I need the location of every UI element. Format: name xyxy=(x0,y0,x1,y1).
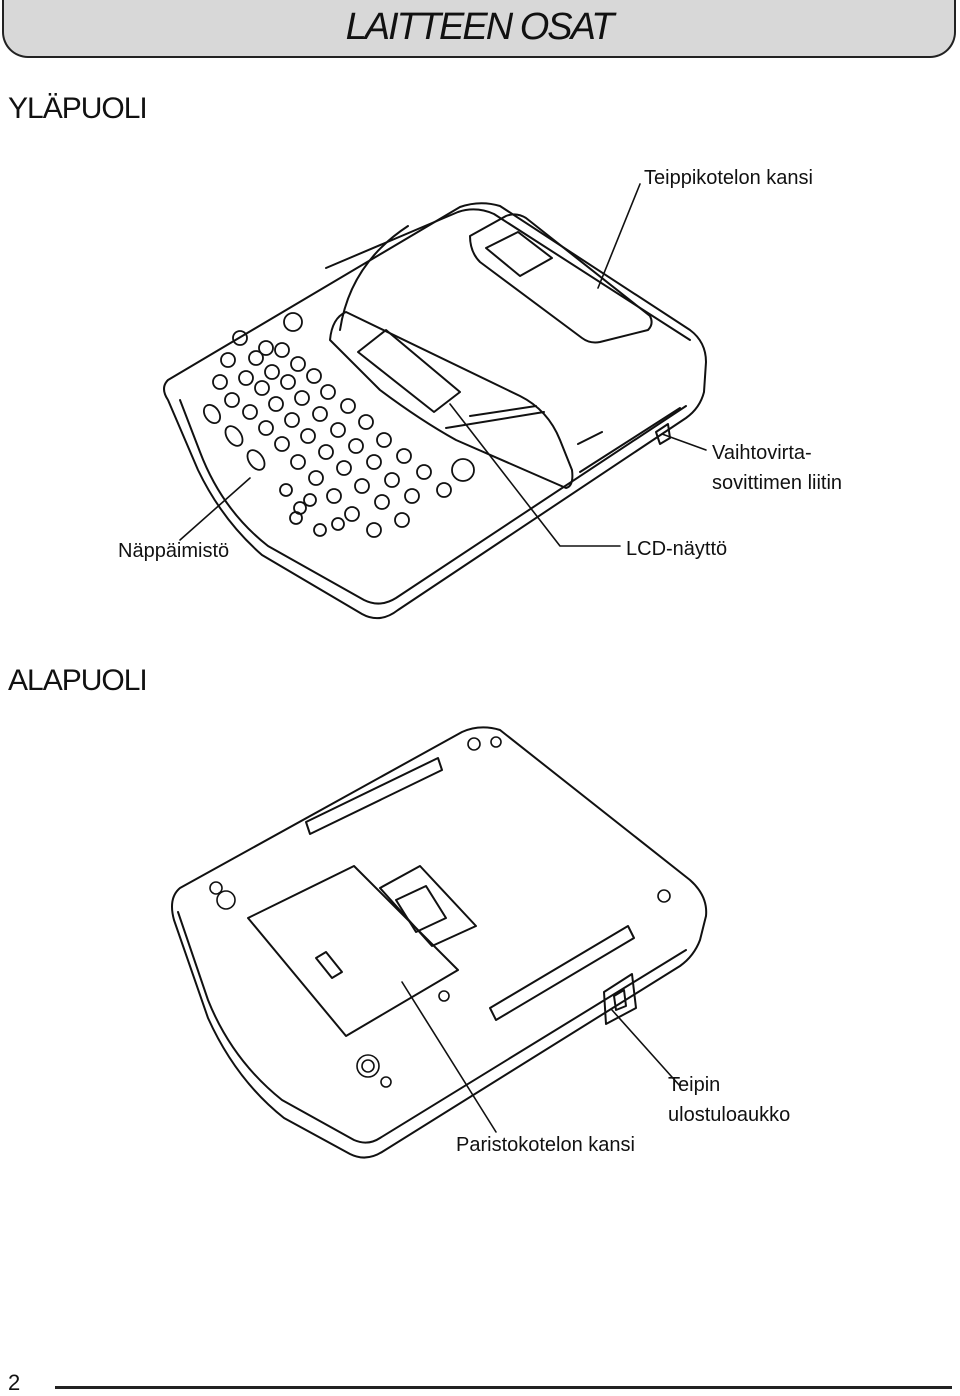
tape-compartment xyxy=(379,865,477,947)
device-bottom-view xyxy=(171,726,708,1159)
key xyxy=(283,312,303,332)
footer-rule xyxy=(55,1386,952,1389)
vent-slot xyxy=(305,757,443,835)
lcd-surround xyxy=(329,311,574,489)
leader-battery-cover xyxy=(401,981,497,1133)
keyboard-keys xyxy=(202,312,475,538)
leader-lcd xyxy=(449,403,621,547)
device-bottom-lip xyxy=(177,911,687,1144)
adapter-jack xyxy=(655,423,671,445)
callout-lcd: LCD-näyttö xyxy=(626,538,728,560)
callout-keyboard: Näppäimistö xyxy=(118,540,230,562)
rubber-feet xyxy=(209,736,671,1088)
callout-tape-exit: Teipin ulostuloaukko xyxy=(668,1074,791,1126)
callout-adapter-jack: Vaihtovirta- sovittimen liitin xyxy=(712,442,843,494)
device-top-body xyxy=(163,202,707,620)
leader-tape-exit xyxy=(611,1009,681,1087)
lcd-screen xyxy=(357,329,461,413)
tape-exit xyxy=(603,973,637,1025)
device-top-view xyxy=(163,202,707,620)
leader-tape-cover xyxy=(597,183,641,289)
vent-slot xyxy=(489,925,635,1021)
callout-tape-cover: Teippikotelon kansi xyxy=(644,167,813,189)
key xyxy=(451,458,475,482)
page-title-bar: LAITTEEN OSAT xyxy=(2,0,956,58)
callout-leaders xyxy=(179,183,707,1133)
device-bottom-body xyxy=(171,726,708,1159)
section-heading-top: YLÄPUOLI xyxy=(8,92,148,125)
section-heading-bottom: ALAPUOLI xyxy=(8,664,148,697)
page-number: 2 xyxy=(8,1370,21,1395)
device-top-base-lip xyxy=(179,399,687,605)
tape-cover-window xyxy=(485,231,553,277)
page-title: LAITTEEN OSAT xyxy=(345,6,615,48)
leader-keyboard xyxy=(179,477,251,541)
callout-battery-cover: Paristokotelon kansi xyxy=(456,1134,635,1156)
leader-adapter-jack xyxy=(661,433,707,451)
tape-cover xyxy=(469,213,653,344)
battery-cover xyxy=(247,865,459,1037)
device-top-dome xyxy=(325,208,691,341)
battery-cover-latch xyxy=(315,951,343,979)
